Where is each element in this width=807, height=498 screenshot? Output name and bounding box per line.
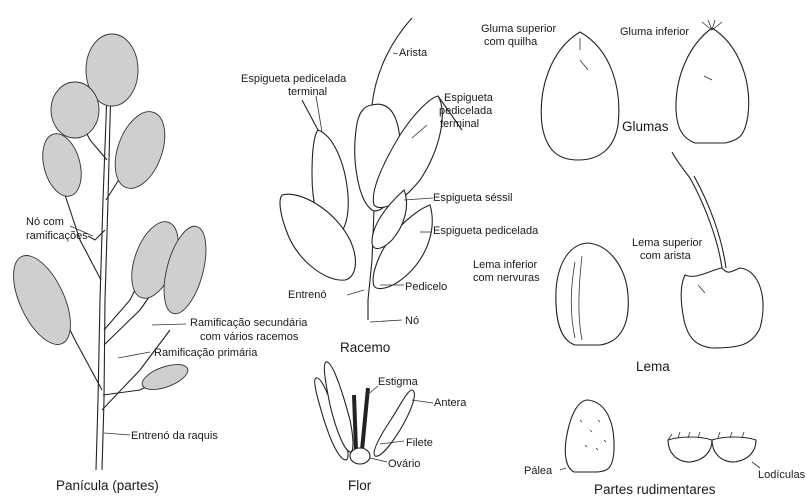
secondary-branch-label-1: Ramificação secundária bbox=[190, 317, 308, 329]
lower-glume-label: Gluma inferior bbox=[620, 26, 689, 38]
filament-label: Filete bbox=[406, 437, 433, 449]
palea-label: Pálea bbox=[524, 465, 553, 477]
terminal-right-label-1: Espigueta bbox=[444, 92, 494, 104]
upper-glume-label-2: com quilha bbox=[484, 36, 538, 48]
terminal-right-label-3: terminal bbox=[440, 118, 479, 130]
lemma-caption: Lema bbox=[636, 359, 670, 374]
raceme-drawing bbox=[280, 18, 462, 322]
panicle-cluster bbox=[2, 247, 82, 353]
raceme-node-label: Nó bbox=[405, 315, 419, 327]
terminal-right-label-2: pedicelada bbox=[439, 105, 493, 117]
flower-caption: Flor bbox=[348, 478, 372, 493]
panicle-cluster bbox=[51, 82, 99, 138]
raceme-caption: Racemo bbox=[340, 340, 390, 355]
upper-lemma-label-1: Lema superior bbox=[632, 237, 703, 249]
secondary-branch-label-2: com vários racemos bbox=[200, 331, 299, 343]
pedicellate-spikelet-label: Espigueta pedicelada bbox=[433, 225, 539, 237]
lower-lemma-label-1: Lema inferior bbox=[473, 259, 538, 271]
sessile-spikelet-label: Espigueta séssil bbox=[433, 192, 513, 204]
arista-label: Arista bbox=[399, 47, 428, 59]
panicle-cluster bbox=[139, 359, 191, 394]
glumes-caption: Glumas bbox=[622, 119, 669, 134]
pedicel-label: Pedicelo bbox=[405, 281, 447, 293]
lodicules-label: Lodículas bbox=[758, 469, 806, 481]
terminal-left-label-2: terminal bbox=[288, 86, 327, 98]
lower-lemma-label-2: com nervuras bbox=[473, 272, 540, 284]
rudimentary-drawing bbox=[560, 400, 760, 472]
ovary-label: Ovário bbox=[388, 458, 420, 470]
panicle-cluster bbox=[106, 105, 175, 195]
rachis-internode-label: Entrenó da raquis bbox=[131, 430, 218, 442]
primary-branch-label: Ramificação primária bbox=[154, 347, 258, 359]
glumes-drawing bbox=[541, 20, 748, 160]
anther-label: Antera bbox=[434, 397, 467, 409]
panicle-cluster bbox=[36, 129, 87, 200]
upper-lemma-label-2: com arista bbox=[640, 250, 692, 262]
stigma-label: Estigma bbox=[378, 376, 419, 388]
rudimentary-caption: Partes rudimentares bbox=[594, 482, 716, 497]
upper-glume-label-1: Gluma superior bbox=[481, 23, 557, 35]
panicle-node-label-2: ramificações bbox=[26, 230, 88, 242]
panicle-caption: Panícula (partes) bbox=[56, 478, 159, 493]
panicle-drawing bbox=[2, 34, 214, 470]
terminal-left-label-1: Espigueta pedicelada bbox=[241, 73, 347, 85]
panicle-node-label-1: Nó com bbox=[26, 216, 64, 228]
raceme-internode-label: Entrenó bbox=[288, 289, 327, 301]
